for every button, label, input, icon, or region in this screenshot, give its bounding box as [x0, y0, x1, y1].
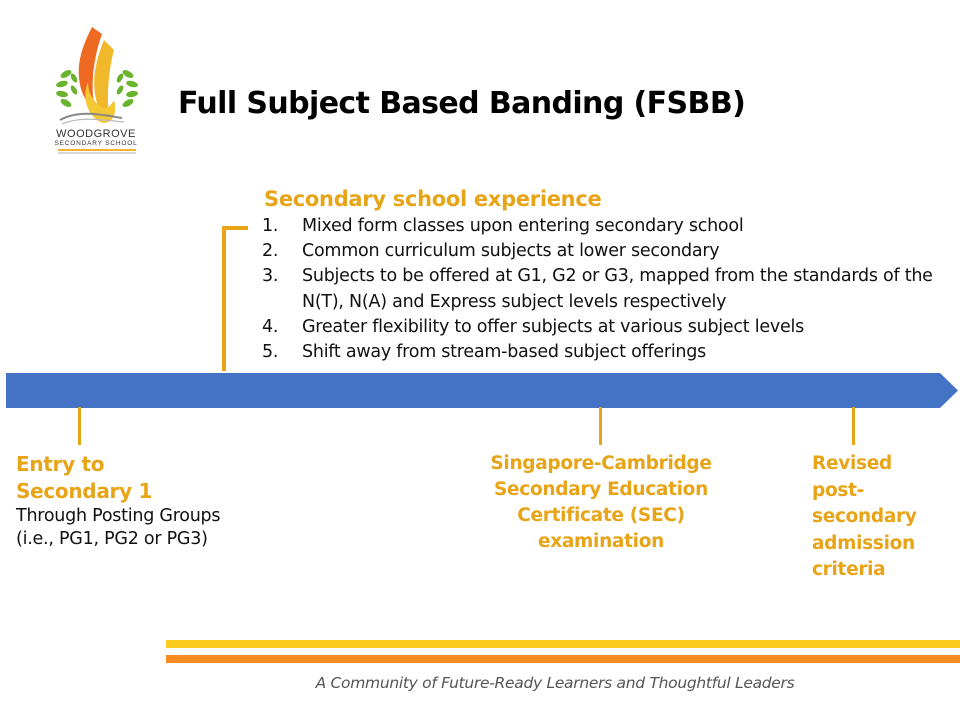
milestone-title-line: Entry to [16, 452, 105, 476]
milestone-title-line: Secondary Education [494, 479, 708, 500]
timeline-tick-entry [78, 407, 81, 445]
footer-bar-orange [166, 655, 960, 663]
list-item-text: Shift away from stream-based subject off… [302, 342, 706, 363]
logo-wordmark: WOODGROVE [56, 128, 136, 140]
list-item: 4. Greater flexibility to offer subjects… [262, 315, 952, 340]
timeline-tick-admission [852, 407, 855, 445]
page-title: Full Subject Based Banding (FSBB) [178, 86, 746, 121]
list-item: 1. Mixed form classes upon entering seco… [262, 214, 952, 239]
list-item-text: Subjects to be offered at G1, G2 or G3, … [302, 266, 933, 312]
list-item-text: Greater flexibility to offer subjects at… [302, 316, 804, 337]
experience-list: 1. Mixed form classes upon entering seco… [262, 214, 952, 365]
list-item-text: Common curriculum subjects at lower seco… [302, 241, 720, 262]
milestone-entry: Entry to Secondary 1 Through Posting Gro… [16, 451, 276, 551]
list-item-number: 5. [262, 342, 279, 363]
list-item: 5. Shift away from stream-based subject … [262, 340, 952, 365]
list-item-number: 4. [262, 316, 279, 337]
milestone-title-line: Singapore-Cambridge [490, 453, 712, 474]
milestone-body-line: Through Posting Groups [16, 506, 221, 526]
list-item-number: 2. [262, 241, 279, 262]
list-item: 3. Subjects to be offered at G1, G2 or G… [262, 264, 952, 314]
list-item: 2. Common curriculum subjects at lower s… [262, 239, 952, 264]
milestone-title-line: criteria [812, 559, 886, 580]
milestone-sec-exam: Singapore-Cambridge Secondary Education … [470, 451, 732, 555]
school-crest-icon [56, 27, 138, 125]
milestone-title-line: admission [812, 532, 915, 554]
experience-bracket-vertical [222, 226, 226, 371]
milestone-body-line: (i.e., PG1, PG2 or PG3) [16, 529, 208, 549]
experience-heading: Secondary school experience [264, 187, 602, 211]
milestone-title-line: post- [812, 479, 864, 501]
footer-bar-yellow [166, 640, 960, 648]
milestone-title-line: Secondary 1 [16, 479, 153, 503]
footer-tagline: A Community of Future-Ready Learners and… [315, 674, 795, 692]
milestone-title-line: Revised [812, 453, 892, 474]
milestone-title-line: secondary [812, 506, 917, 527]
milestone-admission: Revised post- secondary admission criter… [812, 451, 952, 584]
logo-subtitle: SECONDARY SCHOOL [54, 140, 138, 147]
experience-bracket-horizontal [222, 226, 248, 230]
timeline-tick-sec-exam [599, 407, 602, 445]
logo-tagline-band [58, 152, 136, 154]
milestone-title-line: Certificate (SEC) [517, 505, 685, 526]
list-item-text: Mixed form classes upon entering seconda… [302, 216, 744, 236]
milestone-title-line: examination [537, 531, 664, 552]
logo-underline [58, 149, 136, 151]
list-item-number: 1. [262, 216, 279, 236]
list-item-number: 3. [262, 266, 279, 287]
timeline-arrow [6, 373, 958, 408]
